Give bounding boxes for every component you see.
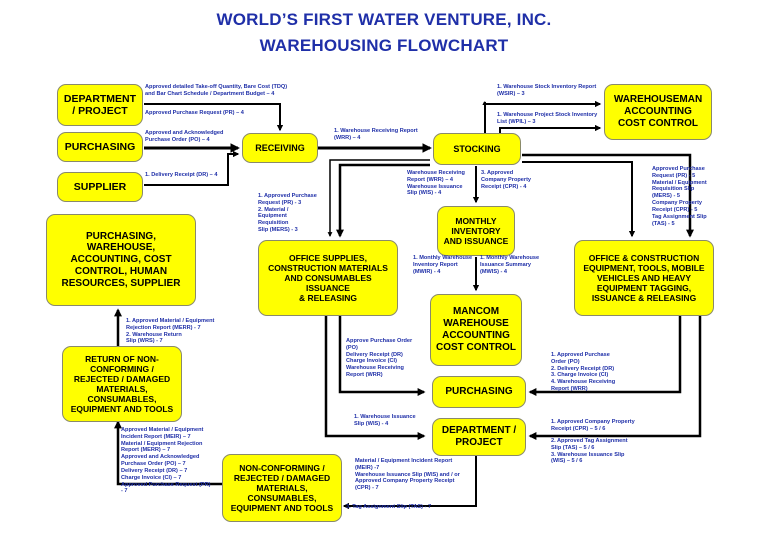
arrow-stocking-to-equipment	[522, 153, 695, 238]
box-purchasing-bottom: PURCHASING	[432, 376, 526, 408]
arrow-nonconforming-to-return	[113, 420, 222, 486]
arrow-equipment-to-purchasing	[528, 316, 682, 397]
box-department-project-top: DEPARTMENT / PROJECT	[57, 84, 143, 126]
box-purchasing-warehouse-accounting: PURCHASING, WAREHOUSE, ACCOUNTING, COST …	[46, 214, 196, 306]
arrow-stocking-to-receiving-side	[327, 159, 430, 237]
label-pr-top: Approved Purchase Request (PR) – 4	[145, 110, 244, 116]
arrow-stocking-to-warehouseman-2	[499, 124, 602, 133]
box-supplier: SUPPLIER	[57, 172, 143, 202]
label-receiving-docs: 1. Approved Purchase Request (PR) - 3 2.…	[258, 193, 317, 234]
label-stock-right: 3. Approved Company Property Receipt (CP…	[481, 170, 532, 190]
box-mancom: MANCOM WAREHOUSE ACCOUNTING COST CONTROL	[430, 294, 522, 366]
label-wpil: 1. Warehouse Project Stock Inventory Lis…	[497, 112, 598, 125]
box-return-nonconforming: RETURN OF NON- CONFORMING / REJECTED / D…	[62, 346, 182, 422]
box-equipment-tagging: OFFICE & CONSTRUCTION EQUIPMENT, TOOLS, …	[574, 240, 714, 316]
label-wsir: 1. Warehouse Stock Inventory Report (WSI…	[497, 84, 597, 97]
label-mwis: 1. Monthly Warehouse Issuance Summary (M…	[480, 255, 540, 275]
box-purchasing-top: PURCHASING	[57, 132, 143, 162]
label-mwir: 1. Monthly Warehouse Inventory Report (M…	[413, 255, 473, 275]
label-wis-left: 1. Warehouse Issuance Slip (WIS) - 4	[354, 414, 416, 427]
label-right-to-purch: 1. Approved Purchase Order (PO) 2. Deliv…	[551, 352, 616, 393]
label-office-to-purch: Approve Purchase Order (PO) Delivery Rec…	[346, 338, 413, 379]
label-po-top: Approved and Acknowledged Purchase Order…	[145, 130, 224, 143]
arrow-stocking-to-equipment-2	[522, 161, 636, 238]
box-office-supplies-issuance: OFFICE SUPPLIES, CONSTRUCTION MATERIALS …	[258, 240, 398, 316]
arrow-supplier-to-receiving	[144, 150, 240, 186]
arrow-office-to-department	[324, 316, 426, 441]
label-dr-top: 1. Delivery Receipt (DR) – 4	[145, 172, 218, 178]
box-department-project-bottom: DEPARTMENT / PROJECT	[432, 418, 526, 456]
arrow-stocking-to-office	[335, 163, 430, 238]
label-tas-bottom: 3. Tag Assignment Slip (TAS) - 7	[346, 504, 432, 510]
box-stocking: STOCKING	[433, 133, 521, 165]
title-company: WORLD’S FIRST WATER VENTURE, INC.	[216, 10, 552, 29]
label-cpr-right: 1. Approved Company Property Receipt (CP…	[551, 419, 635, 432]
label-return-docs: Approved Material / Equipment Incident R…	[121, 427, 211, 495]
label-tdq: Approved detailed Take-off Quantity, Bar…	[145, 84, 288, 97]
label-meir-bottom: Material / Equipment Incident Report (ME…	[355, 458, 460, 492]
title-flowchart: WAREHOUSING FLOWCHART	[259, 36, 509, 55]
label-stock-left: Warehouse Receiving Report (WRR) – 4 War…	[407, 170, 465, 197]
arrow-dept-to-receiving	[144, 103, 284, 132]
arrow-department-to-nonconforming	[342, 456, 477, 510]
box-receiving: RECEIVING	[242, 133, 318, 163]
label-right-docs: Approved Purchase Request (PR) - 5 Mater…	[652, 166, 707, 227]
arrow-office-to-purchasing	[338, 316, 426, 397]
box-monthly-inventory: MONTHLY INVENTORY AND ISSUANCE	[437, 206, 515, 256]
label-wrr-top: 1. Warehouse Receiving Report (WRR) – 4	[334, 128, 418, 141]
box-warehouseman: WAREHOUSEMAN ACCOUNTING COST CONTROL	[604, 84, 712, 140]
box-nonconforming-bottom: NON-CONFORMING / REJECTED / DAMAGED MATE…	[222, 454, 342, 522]
label-tas-right: 2. Approved Tag Assignment Slip (TAS) – …	[551, 438, 628, 465]
arrow-stocking-to-warehouseman	[482, 100, 602, 133]
arrow-equipment-to-department	[528, 316, 702, 441]
label-merr-up: 1. Approved Material / Equipment Rejecti…	[126, 318, 215, 345]
